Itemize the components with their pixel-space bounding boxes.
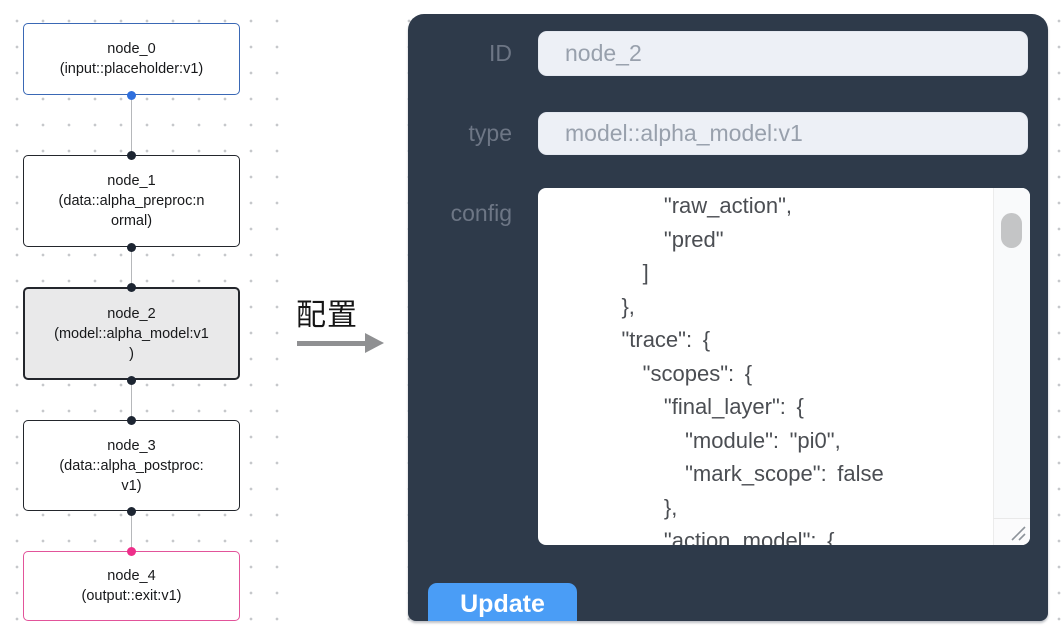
port-node_3-out[interactable] [127, 506, 136, 516]
node-node_1[interactable]: node_1 (data::alpha_preproc:n ormal) [23, 155, 240, 247]
node-node_3[interactable]: node_3 (data::alpha_postproc: v1) [23, 420, 240, 511]
config-json-text: "raw_action", "pred" ] }, "trace": { "sc… [621, 193, 884, 545]
right-arrow-icon [297, 341, 367, 346]
node-label: node_4 (output::exit:v1) [81, 568, 182, 604]
port-node_1-out[interactable] [127, 242, 136, 252]
update-button-label: Update [460, 590, 545, 618]
node-label: node_1 (data::alpha_preproc:n ormal) [58, 173, 205, 229]
configure-annotation: 配置 [296, 299, 358, 332]
port-node_4-in[interactable] [127, 546, 136, 556]
port-node_2-out[interactable] [127, 375, 136, 385]
type-input[interactable] [538, 112, 1028, 155]
node-node_4[interactable]: node_4 (output::exit:v1) [23, 551, 240, 621]
resize-grip-icon[interactable] [1009, 524, 1027, 542]
config-textarea[interactable]: "raw_action", "pred" ] }, "trace": { "sc… [538, 188, 1030, 545]
config-scrollbar-track[interactable] [993, 188, 1030, 518]
id-input[interactable] [538, 31, 1028, 76]
id-field-label: ID [489, 40, 512, 66]
node-node_0[interactable]: node_0 (input::placeholder:v1) [23, 23, 240, 95]
node-label: node_3 (data::alpha_postproc: v1) [59, 437, 204, 494]
port-node_3-in[interactable] [127, 415, 136, 425]
port-node_2-in[interactable] [127, 282, 136, 292]
update-button[interactable]: Update [428, 583, 577, 621]
type-field-label: type [468, 120, 512, 146]
node-node_2-selected[interactable]: node_2 (model::alpha_model:v1 ) [23, 287, 240, 380]
node-label: node_0 (input::placeholder:v1) [59, 41, 204, 77]
node-label: node_2 (model::alpha_model:v1 ) [54, 305, 209, 362]
config-scrollbar-thumb[interactable] [1001, 213, 1022, 248]
config-scrollbar-corner [993, 518, 1030, 545]
port-node_0-out[interactable] [127, 90, 136, 100]
right-arrow-head-icon [365, 333, 384, 353]
port-node_1-in[interactable] [127, 150, 136, 160]
config-field-label: config [450, 200, 512, 226]
node-config-panel: ID type config "raw_action", "pred" ] },… [408, 14, 1048, 621]
